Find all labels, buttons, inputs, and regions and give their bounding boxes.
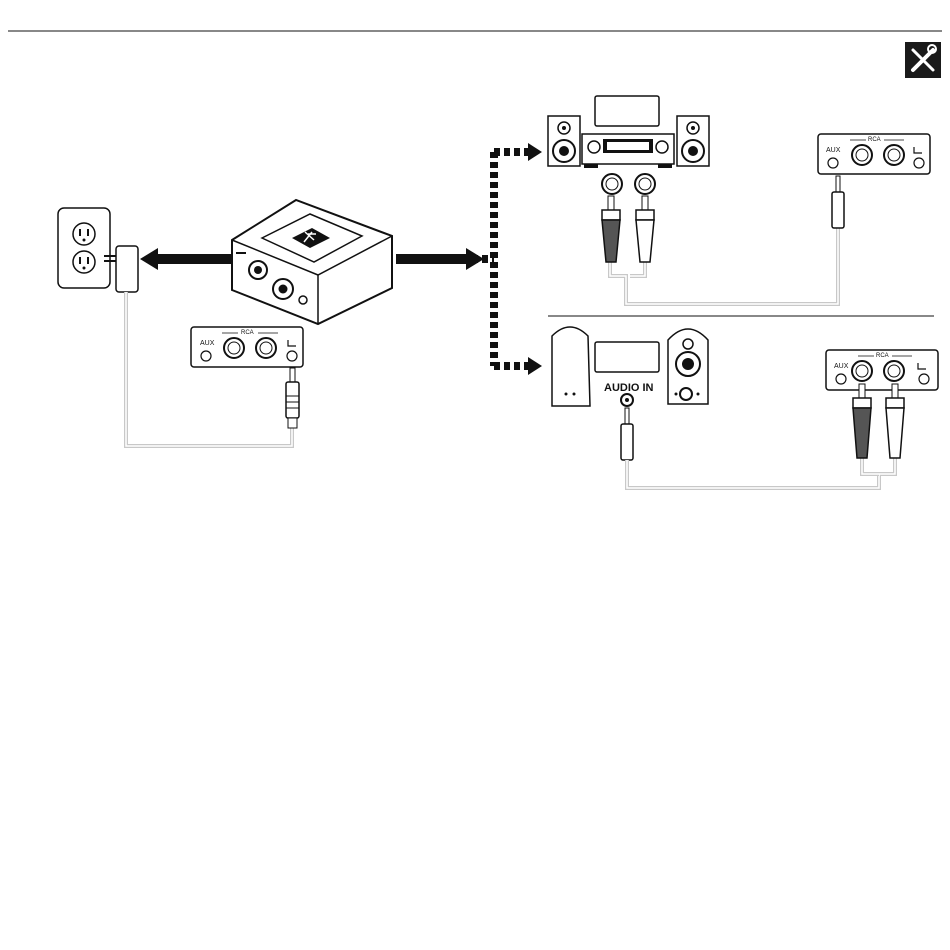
- rca-label: RCA: [868, 137, 881, 143]
- output-arrow: [396, 248, 484, 270]
- rca-plugs-bottom: [853, 384, 904, 458]
- audio-in-jack: [621, 394, 633, 406]
- rca-cable-top: [602, 196, 838, 304]
- audio-in-label: AUDIO IN: [604, 382, 654, 394]
- aux-plug-top: [832, 176, 844, 228]
- output-bracket: [472, 143, 542, 375]
- tools-icon: [905, 42, 941, 78]
- aux-label: AUX: [200, 340, 215, 347]
- rear-panel-top-right: AUX RCA: [818, 134, 930, 174]
- rear-panel-left: AUX RCA: [191, 327, 303, 367]
- aux-to-rca-cable: [627, 458, 895, 488]
- stereo-system: [548, 96, 709, 168]
- rca-label: RCA: [241, 330, 254, 336]
- aux-plug-bottom: [621, 408, 633, 460]
- aux-label: AUX: [826, 147, 841, 154]
- aux-label: AUX: [834, 363, 849, 370]
- power-cable: [126, 292, 292, 446]
- power-plug: [286, 368, 299, 428]
- power-arrow: [140, 248, 232, 270]
- rear-panel-bottom-right: AUX RCA: [826, 350, 938, 390]
- stereo-rca-inputs: [602, 174, 655, 194]
- bluetooth-receiver: [232, 200, 392, 324]
- rca-label: RCA: [876, 353, 889, 359]
- wall-outlet: [58, 208, 110, 288]
